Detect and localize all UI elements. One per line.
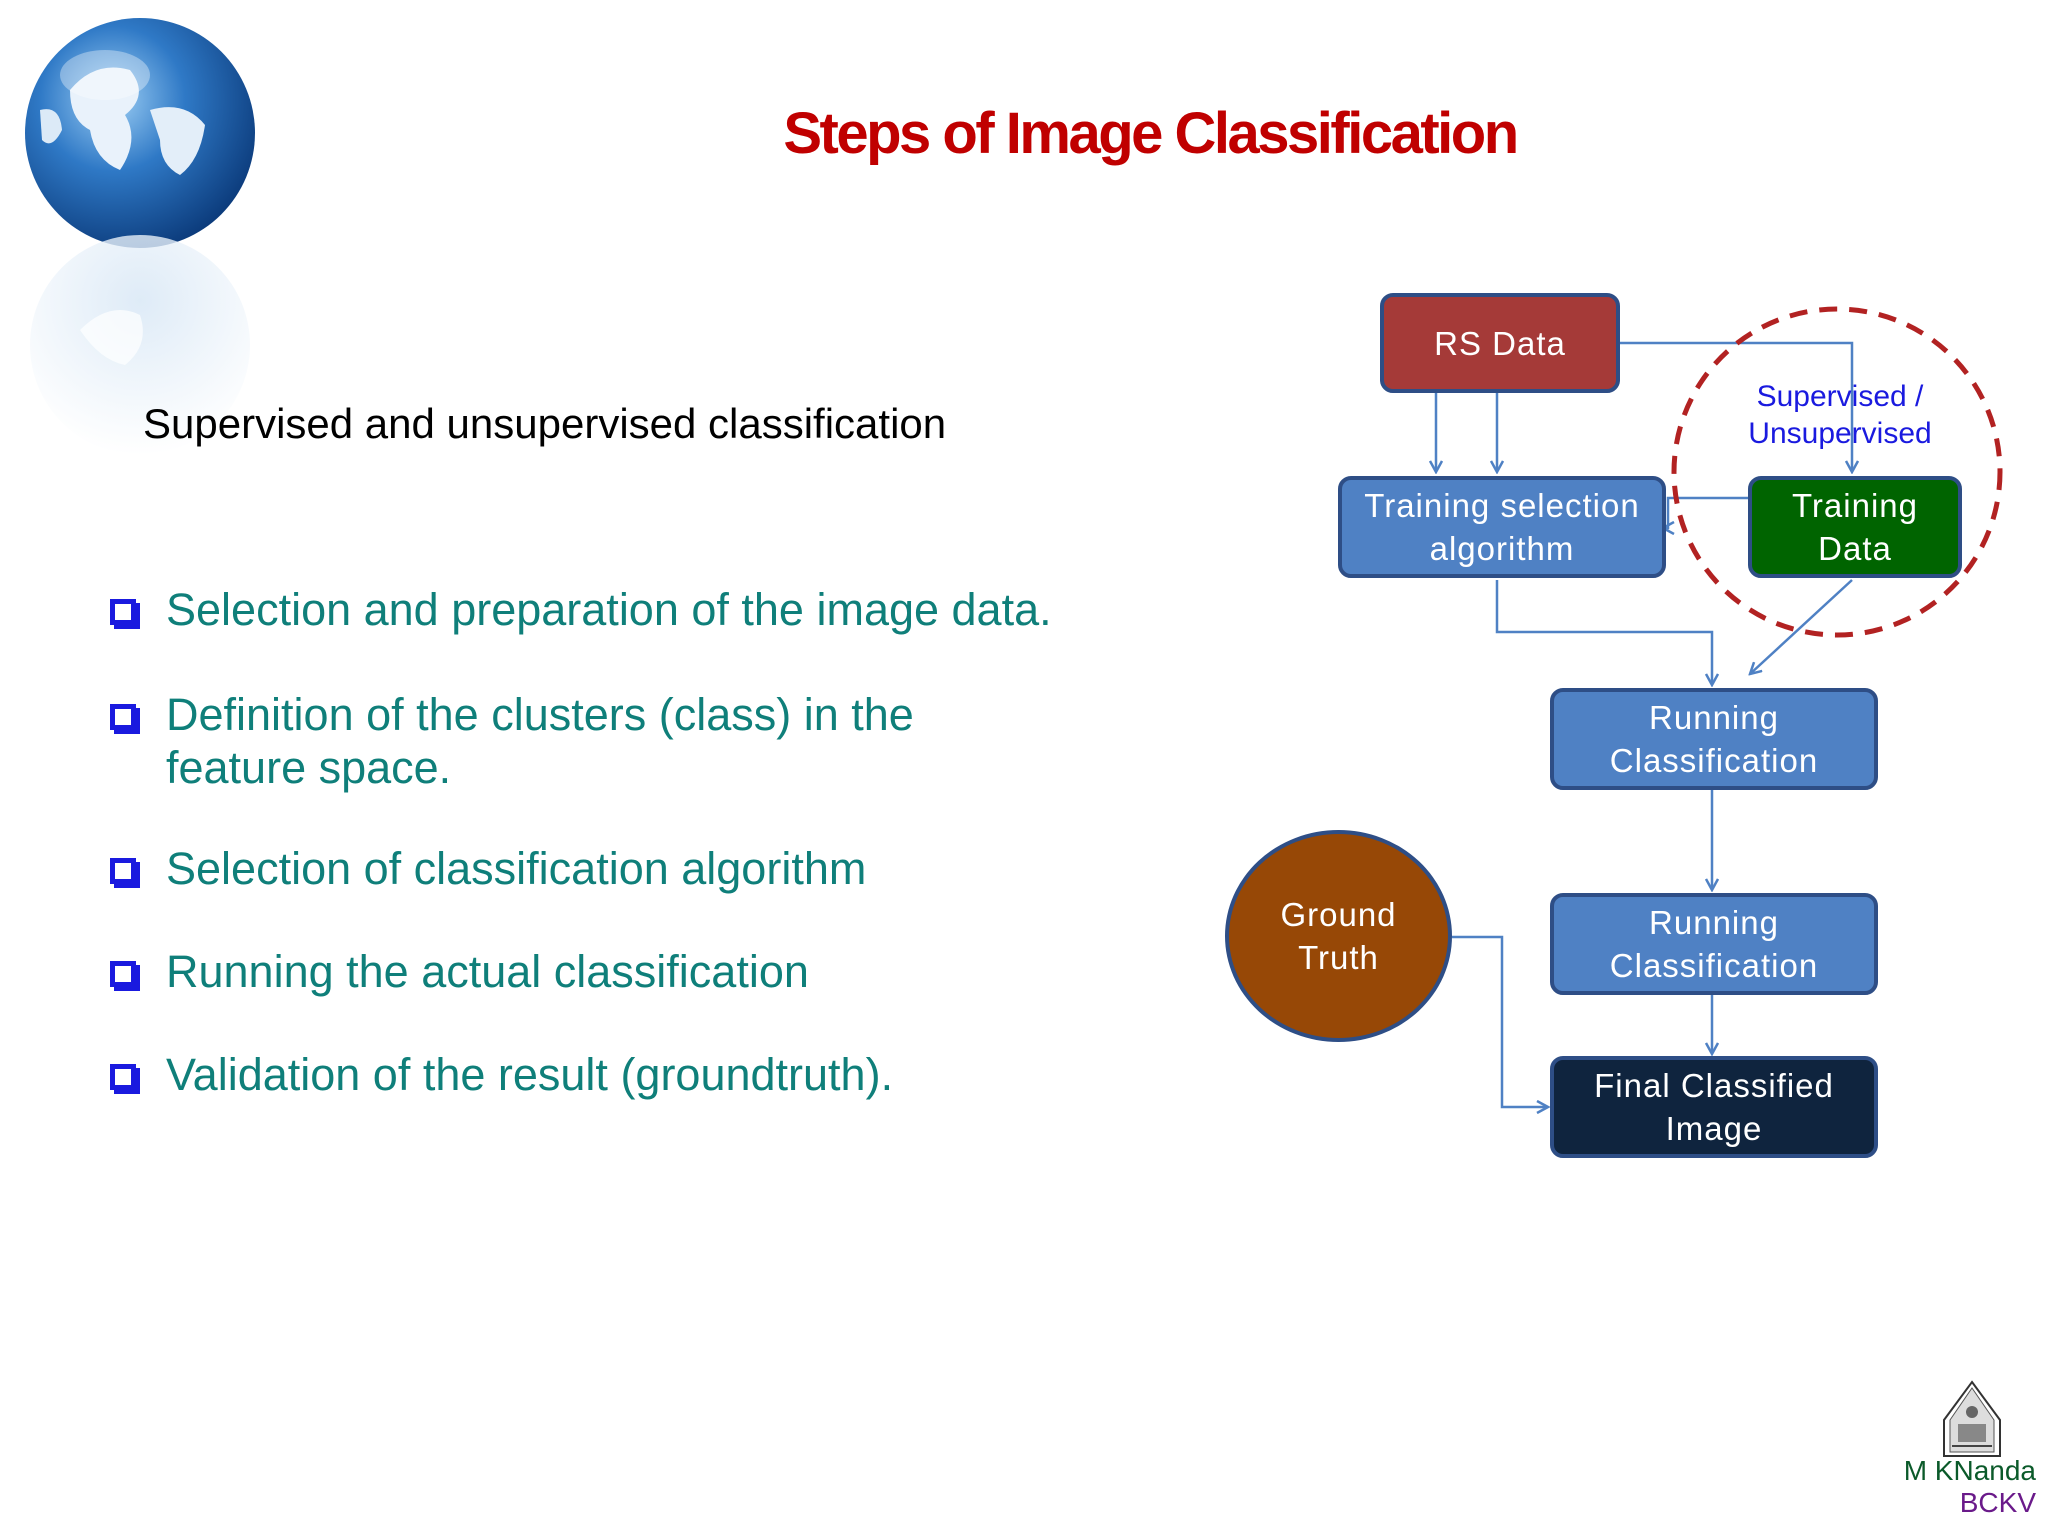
- author-credit: M KNanda BCKV: [1904, 1455, 2036, 1519]
- bullet-text: Running the actual classification: [166, 946, 809, 997]
- list-item: Selection and preparation of the image d…: [110, 583, 1110, 636]
- slide-title: Steps of Image Classification: [783, 101, 1519, 166]
- bullet-text: Selection of classification algorithm: [166, 843, 867, 894]
- node-training-selection-algorithm: Training selection algorithm: [1338, 476, 1666, 578]
- checkbox-bullet-icon: [110, 1064, 136, 1090]
- globe-icon: [25, 18, 255, 455]
- university-seal-logo: [1943, 1380, 2001, 1457]
- slide-subtitle: Supervised and unsupervised classificati…: [143, 400, 947, 447]
- node-rs-data: RS Data: [1380, 293, 1620, 393]
- list-item: Selection of classification algorithm: [110, 842, 1110, 895]
- checkbox-bullet-icon: [110, 961, 136, 987]
- arrow-rs-to-training-data: [1617, 341, 1852, 472]
- list-item: Definition of the clusters (class) in th…: [110, 688, 1110, 794]
- arrow-training-data-to-running: [1750, 579, 1853, 674]
- checkbox-bullet-icon: [110, 704, 136, 730]
- node-final-classified-image: Final Classified Image: [1550, 1056, 1878, 1158]
- checkbox-bullet-icon: [110, 858, 136, 884]
- list-item: Validation of the result (groundtruth).: [110, 1048, 1110, 1101]
- institution-name: BCKV: [1959, 1487, 2036, 1518]
- bullet-text: Validation of the result (groundtruth).: [166, 1049, 894, 1100]
- checkbox-bullet-icon: [110, 599, 136, 625]
- list-item: Running the actual classification: [110, 945, 1110, 998]
- arrow-selection-to-running: [1495, 580, 1712, 685]
- supervised-unsupervised-label: Supervised / Unsupervised: [1748, 380, 1932, 450]
- author-name: M KNanda: [1903, 1455, 2036, 1486]
- arrow-ground-truth-to-final: [1452, 935, 1548, 1107]
- node-running-classification-2: Running Classification: [1550, 893, 1878, 995]
- supervised-dashed-circle: [1671, 306, 2003, 638]
- node-training-data: Training Data: [1748, 476, 1962, 578]
- node-ground-truth: Ground Truth: [1225, 830, 1452, 1042]
- node-running-classification-1: Running Classification: [1550, 688, 1878, 790]
- bullet-text: Definition of the clusters (class) in th…: [166, 689, 914, 793]
- bullet-text: Selection and preparation of the image d…: [166, 584, 1052, 635]
